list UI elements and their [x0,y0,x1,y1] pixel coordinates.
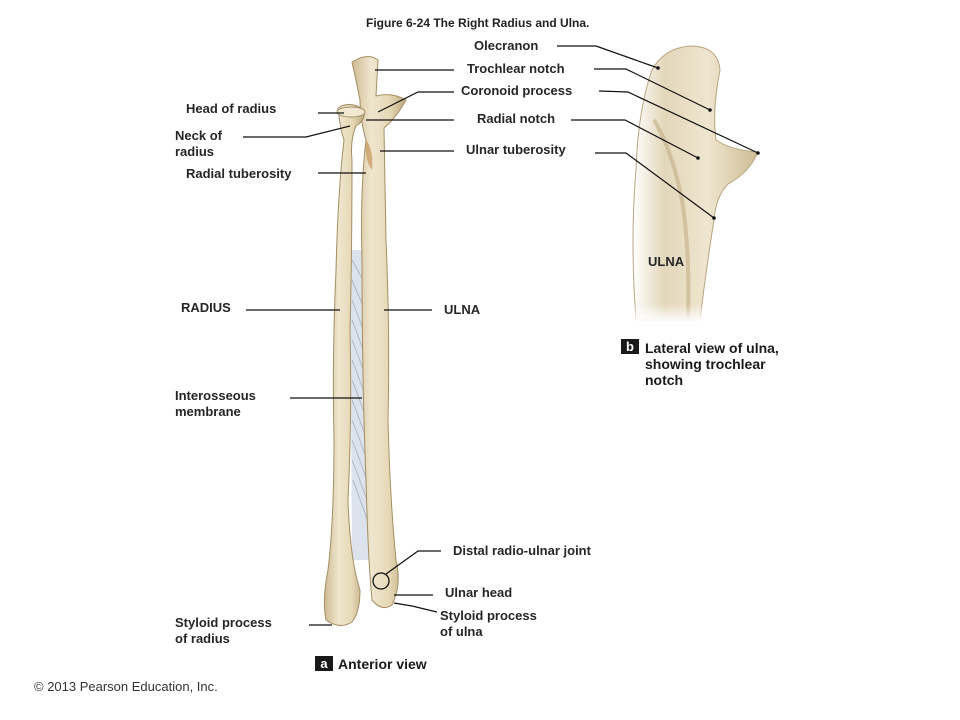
label-trochlear-notch: Trochlear notch [467,61,565,76]
panel-b-caption: Lateral view of ulna, showing trochlear … [645,340,779,388]
leader-coronoid-a [377,91,454,113]
label-radius: RADIUS [181,300,231,315]
label-styloid-process-radius: Styloid process of radius [175,615,272,646]
ulna-bone [351,56,407,609]
leader-neck-radius [243,125,351,138]
label-coronoid-process: Coronoid process [461,83,573,98]
radius-bone [323,104,365,626]
label-distal-radio-ulnar-joint: Distal radio-ulnar joint [453,543,591,558]
figure-title: Figure 6-24 The Right Radius and Ulna. [366,16,590,30]
leader-coronoid-lateral [598,90,759,154]
label-ulna: ULNA [444,302,481,317]
label-olecranon: Olecranon [474,38,539,53]
label-head-of-radius: Head of radius [186,101,277,116]
label-styloid-process-ulna: Styloid process of ulna [440,608,537,639]
label-ulnar-head: Ulnar head [445,585,513,600]
leader-olecranon [557,45,659,69]
leader-lines [243,45,759,626]
leader-trochlear-notch [594,68,711,111]
leader-styloid-ulna [393,602,438,613]
ulna-lateral-bone [620,45,759,322]
panel-b-badge: b [621,339,639,354]
leader-radial-notch-lateral [571,119,699,159]
label-radial-notch: Radial notch [477,111,556,126]
label-ulnar-tuberosity: Ulnar tuberosity [466,142,566,157]
panel-a-badge: a [315,656,333,671]
label-neck-of-radius: Neck of radius [175,128,222,159]
leader-dots [656,66,760,220]
label-interosseous-membrane: Interosseous membrane [175,388,256,419]
label-radial-tuberosity: Radial tuberosity [186,166,292,181]
leader-ulnar-tuberosity-lateral [595,152,715,219]
copyright-notice: © 2013 Pearson Education, Inc. [34,679,218,694]
distal-radio-ulnar-joint-circle [372,572,390,590]
leader-distal-joint [385,550,441,575]
label-ulna-lateral: ULNA [648,254,685,269]
panel-a-caption: Anterior view [338,656,427,672]
